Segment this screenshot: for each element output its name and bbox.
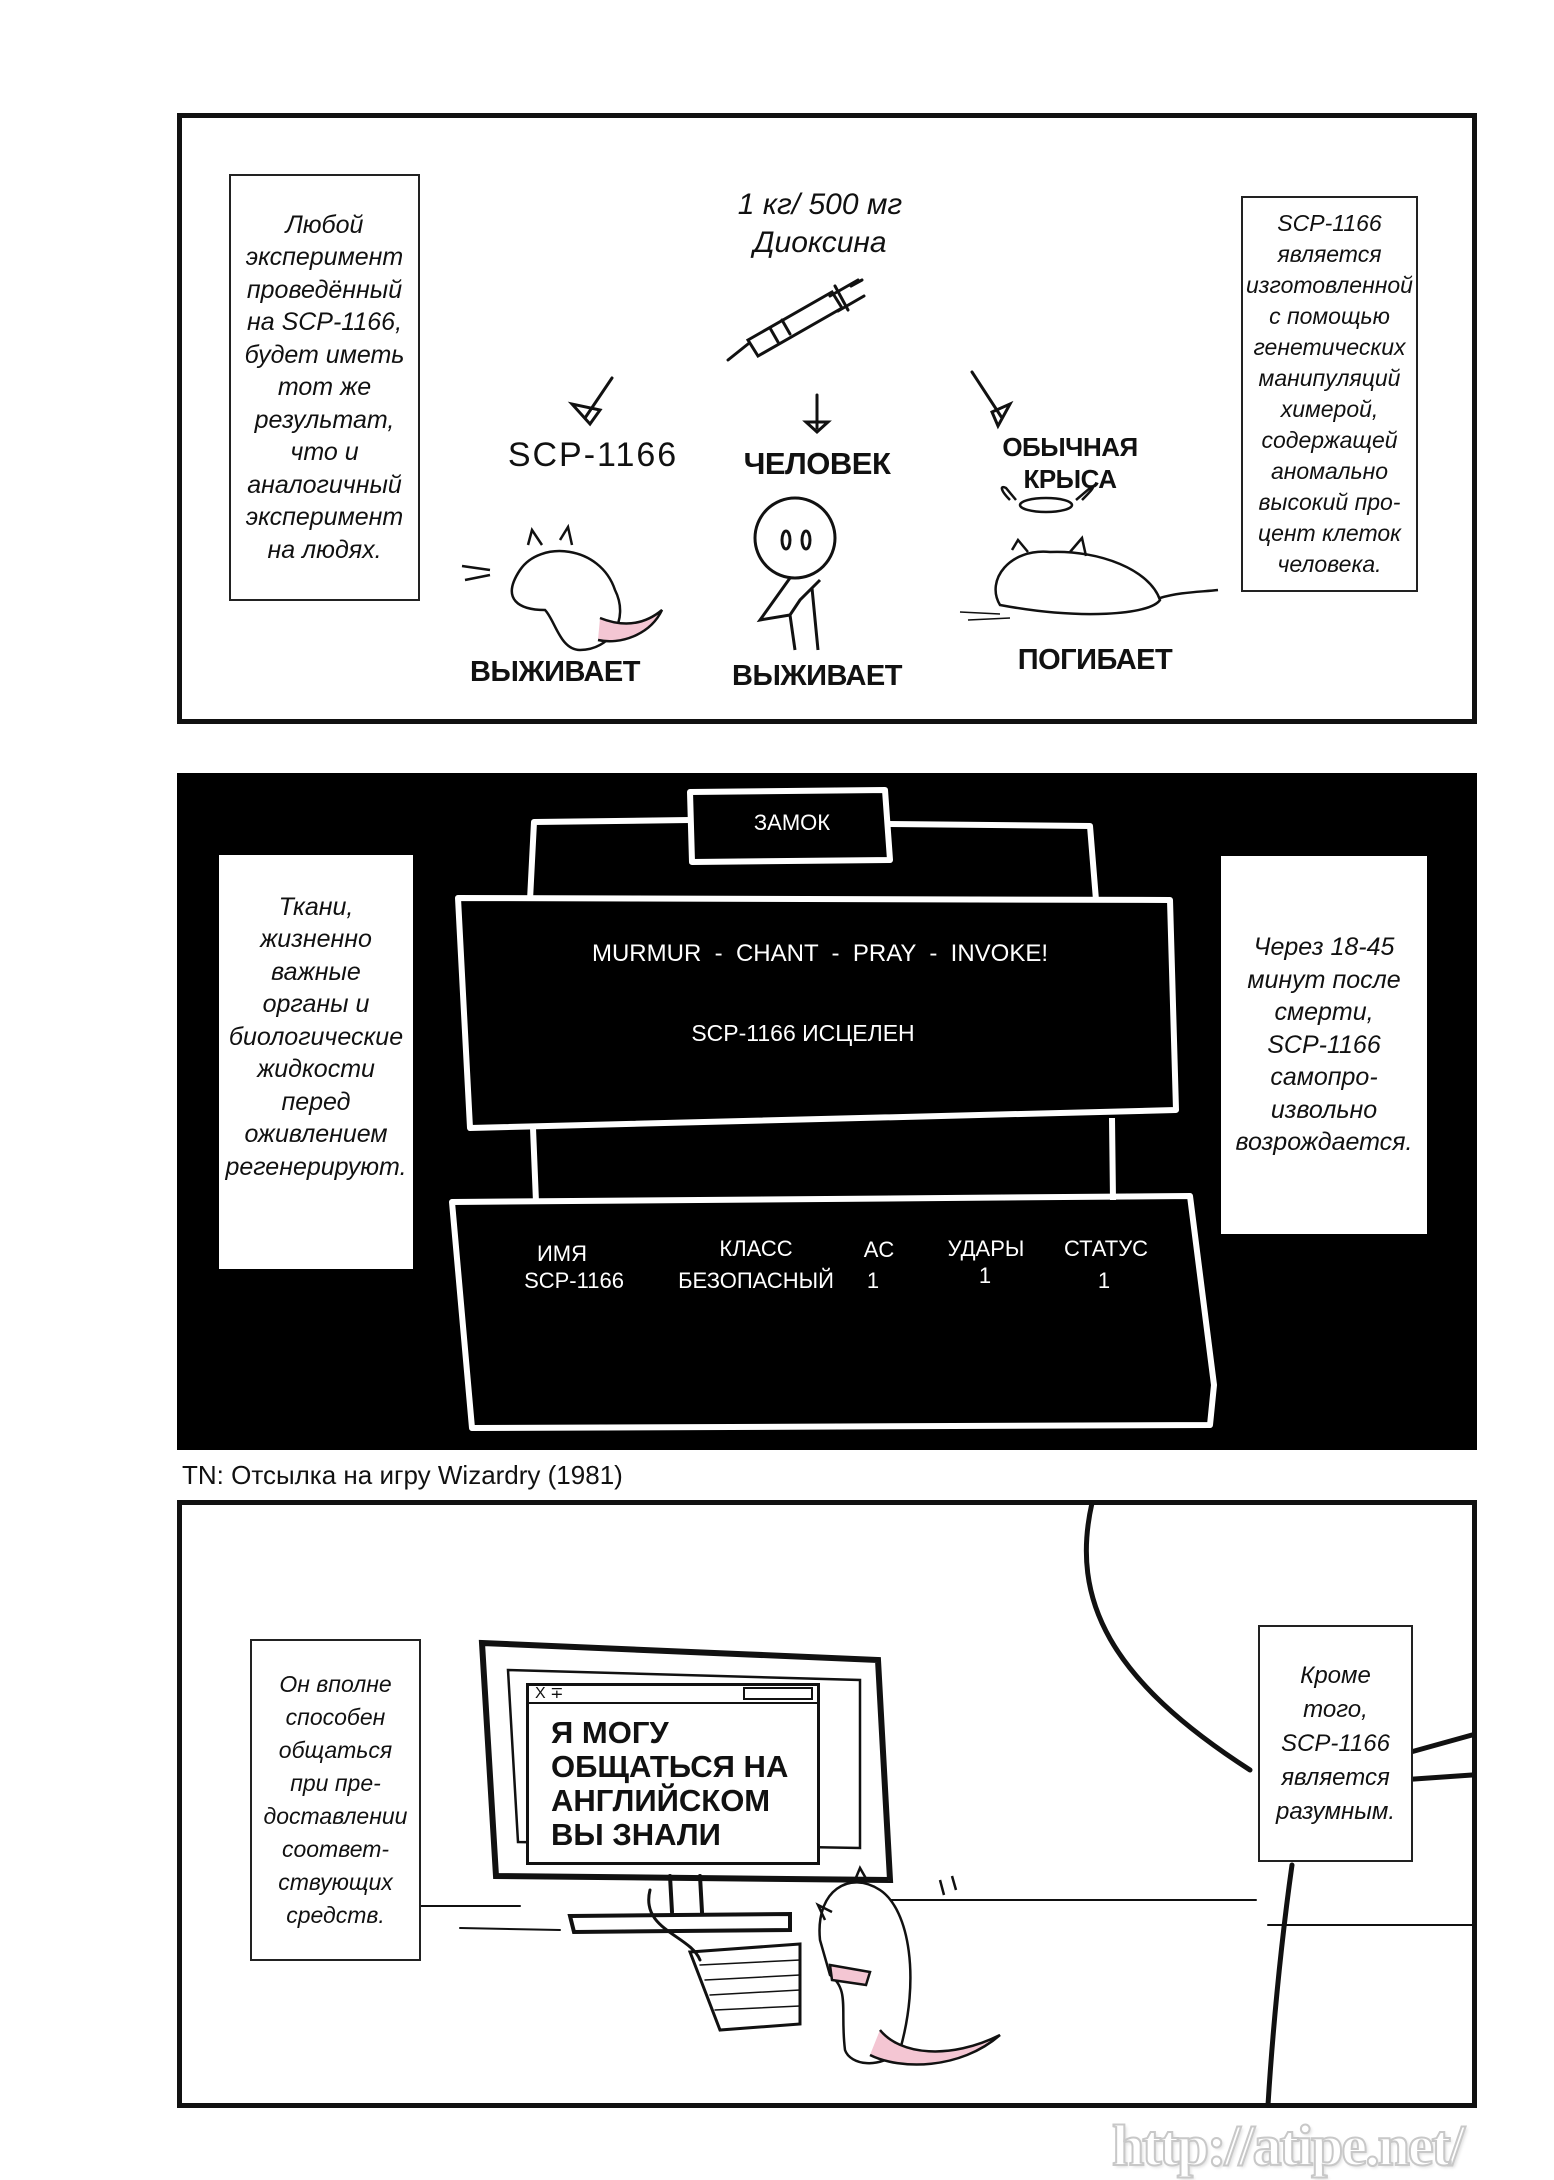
caption-line: цент клеток <box>1257 520 1402 546</box>
caption-line: ствующих <box>278 1869 393 1895</box>
caption-line: средств. <box>286 1902 385 1928</box>
result-rat: ПОГИБАЕТ <box>1017 644 1173 676</box>
caption-line: является <box>1281 1763 1390 1791</box>
stat-value-ac: 1 <box>866 1268 880 1293</box>
caption-line: тот же <box>277 373 372 402</box>
stat-header-name: ИМЯ <box>536 1241 588 1266</box>
stat-value-status: 1 <box>1097 1268 1111 1293</box>
window-controls-icon[interactable] <box>743 1687 813 1700</box>
big-figure-outline <box>1083 1500 1475 2108</box>
caption-line: жидкости <box>257 1055 375 1084</box>
label-rat-line2: КРЫСА <box>1023 464 1117 494</box>
caption-line: минут после <box>1247 965 1401 994</box>
caption-communicate: Он вполне способен общаться при пре- дос… <box>250 1639 421 1961</box>
caption-line: того, <box>1303 1695 1368 1723</box>
rat-survivor-drawing <box>461 523 664 652</box>
translator-note: TN: Отсылка на игру Wizardry (1981) <box>182 1460 623 1490</box>
caption-line: будет иметь <box>244 340 405 369</box>
caption-line: возрождается. <box>1235 1128 1413 1157</box>
caption-line: жизненно <box>260 925 372 954</box>
rat-dead-drawing <box>959 485 1219 621</box>
caption-line: биологические <box>228 1022 404 1051</box>
caption-line: при пре- <box>290 1770 381 1796</box>
spell-line: MURMUR - CHANT - PRAY - INVOKE! <box>591 940 1049 967</box>
screen-line: Я МОГУ <box>551 1715 669 1750</box>
caption-line: результат, <box>254 405 395 434</box>
stat-header-hits: УДАРЫ <box>947 1236 1025 1261</box>
caption-line: изготовленной <box>1246 272 1413 298</box>
caption-line: разумным. <box>1276 1797 1395 1825</box>
screen-line: АНГЛИЙСКОМ <box>551 1783 771 1818</box>
caption-line: смерти, <box>1274 998 1374 1027</box>
stat-header-status: СТАТУС <box>1063 1236 1149 1261</box>
game-menu-frames <box>449 787 1217 1431</box>
screen-line: ОБЩАТЬСЯ НА <box>551 1749 789 1784</box>
label-human: ЧЕЛОВЕК <box>743 446 891 481</box>
caption-line: манипуляций <box>1258 365 1401 391</box>
caption-line: регенерируют. <box>225 1152 407 1181</box>
caption-line: Через 18-45 <box>1253 933 1395 962</box>
caption-line: высокий про- <box>1258 489 1401 515</box>
caption-line: способен <box>285 1704 386 1730</box>
screen-line: ВЫ ЗНАЛИ <box>551 1817 721 1852</box>
caption-line: эксперимент <box>245 503 404 532</box>
caption-line: органы и <box>262 990 370 1019</box>
caption-revival: Через 18-45 минут после смерти, SCP-1166… <box>1221 856 1427 1234</box>
caption-chimera: SCP-1166 является изготовленной с помощь… <box>1241 196 1418 592</box>
caption-line: аналогичный <box>247 470 402 499</box>
dioxin-label: Диоксина <box>753 226 887 259</box>
caption-tissues: Ткани, жизненно важные органы и биологич… <box>219 855 413 1269</box>
caption-line: на SCP-1166, <box>246 308 403 337</box>
caption-line: SCP-1166 <box>1281 1729 1390 1757</box>
caption-line: на людях. <box>267 535 382 564</box>
caption-line: содержащей <box>1261 427 1398 453</box>
caption-line: доставлении <box>263 1803 408 1829</box>
caption-line: генетических <box>1253 334 1406 360</box>
caption-line: извольно <box>1270 1095 1378 1124</box>
caption-line: Кроме <box>1300 1661 1371 1689</box>
chat-window: X ∓ Я МОГУ ОБЩАТЬСЯ НА АНГЛИЙСКОМ ВЫ ЗНА… <box>526 1683 820 1865</box>
syringe-icon <box>461 278 1219 652</box>
label-rat-line1: ОБЫЧНАЯ <box>1002 432 1138 462</box>
caption-line: химерой, <box>1280 396 1379 422</box>
caption-line: самопро- <box>1270 1063 1378 1092</box>
caption-line: эксперимент <box>245 243 404 272</box>
stat-header-class: КЛАСС <box>719 1236 793 1261</box>
caption-line: общаться <box>278 1737 393 1763</box>
caption-line: Любой <box>285 210 364 239</box>
label-scp: SCP-1166 <box>507 436 679 474</box>
heal-result: SCP-1166 ИСЦЕЛЕН <box>691 1020 915 1046</box>
window-titlebar: X ∓ <box>529 1685 817 1704</box>
dose-label: 1 кг/ 500 мг <box>737 188 903 221</box>
caption-line: проведённый <box>246 275 403 304</box>
caption-line: с помощью <box>1269 303 1390 329</box>
caption-line: Ткани, <box>278 892 354 921</box>
caption-line: соответ- <box>281 1836 390 1862</box>
caption-line: SCP-1166 <box>1267 1030 1381 1059</box>
caption-line: перед <box>281 1087 351 1116</box>
caption-line: SCP-1166 <box>1277 210 1382 236</box>
tab-castle: ЗАМОК <box>753 810 831 835</box>
watermark: http://atipe.net/ <box>1111 2112 1466 2179</box>
caption-line: является <box>1277 241 1382 267</box>
stat-value-class: БЕЗОПАСНЫЙ <box>678 1268 834 1293</box>
window-title-glyphs: X ∓ <box>535 1685 564 1702</box>
result-human: ВЫЖИВАЕТ <box>732 660 902 692</box>
caption-line: оживлением <box>244 1120 388 1149</box>
caption-line: важные <box>271 957 361 986</box>
caption-line: что и <box>290 438 359 467</box>
caption-line: Он вполне <box>279 1671 392 1697</box>
stat-value-hits: 1 <box>978 1263 992 1288</box>
stat-value-name: SCP-1166 <box>524 1268 624 1293</box>
result-scp: ВЫЖИВАЕТ <box>470 656 640 688</box>
caption-any-experiment: Любой эксперимент проведённый на SCP-116… <box>229 174 420 601</box>
keyboard-icon <box>687 1942 802 2032</box>
caption-line: человека. <box>1277 551 1382 577</box>
human-figure-drawing <box>753 496 837 651</box>
caption-line: аномально <box>1270 458 1389 484</box>
stat-header-ac: AC <box>863 1237 895 1262</box>
caption-sentient: Кроме того, SCP-1166 является разумным. <box>1258 1625 1413 1862</box>
rat-typing-drawing <box>815 1865 1001 2066</box>
